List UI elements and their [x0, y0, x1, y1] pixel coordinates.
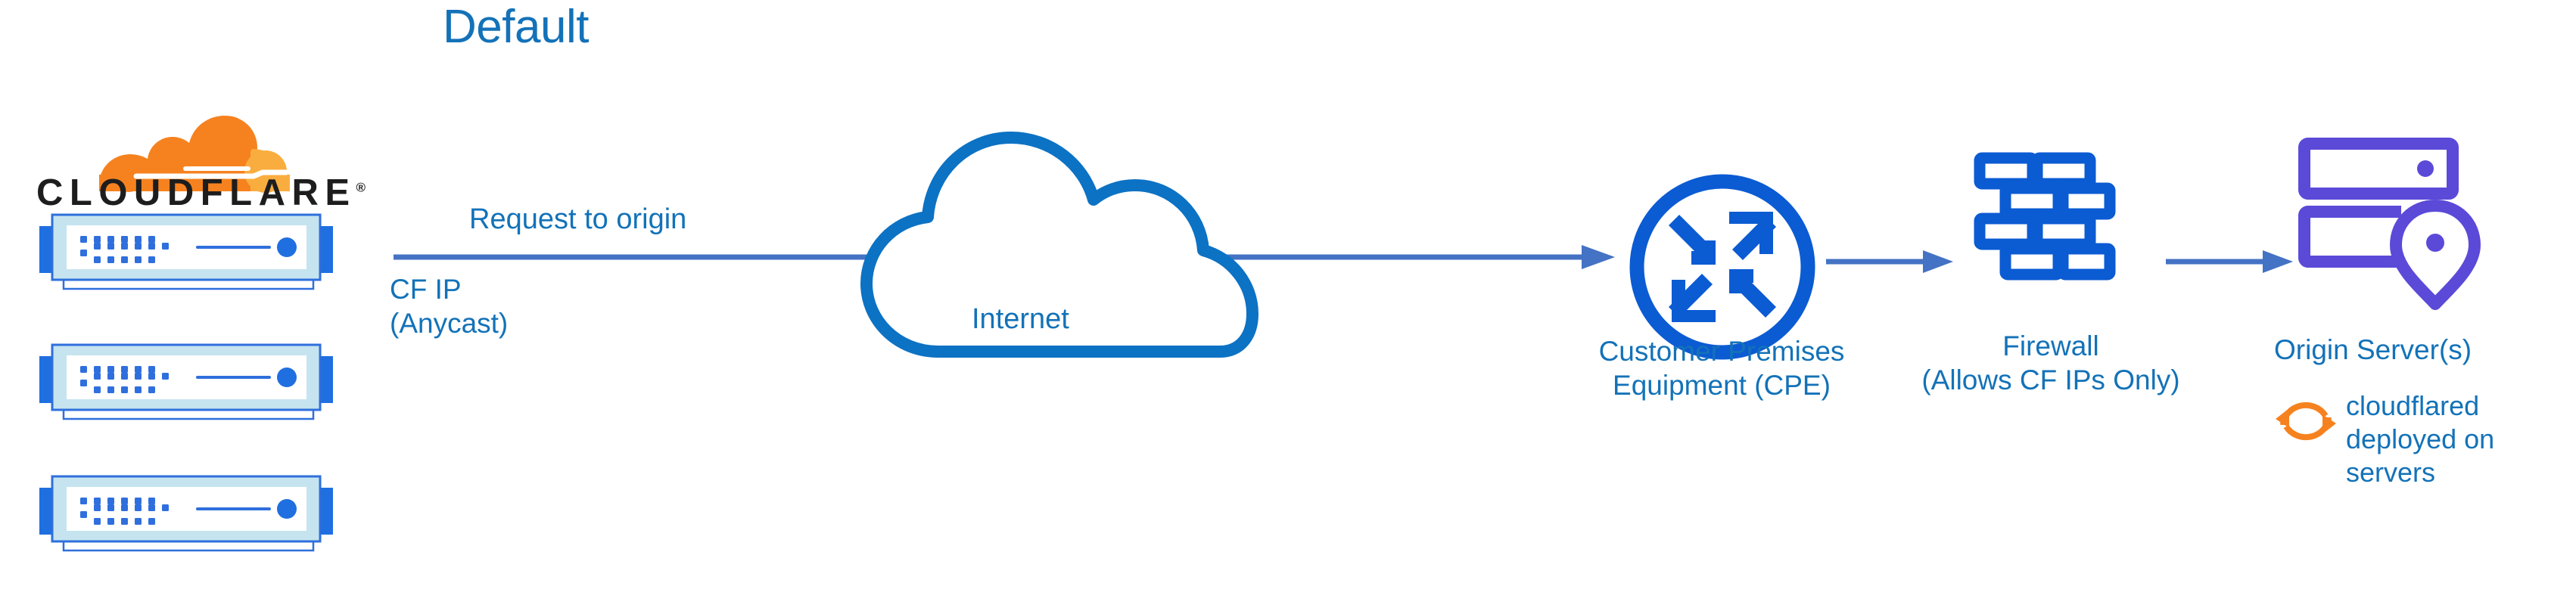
registered-mark: ® [356, 180, 366, 195]
cloudflared-note-line3: servers [2346, 457, 2436, 488]
firewall-label: Firewall(Allows CF IPs Only) [1884, 329, 2217, 397]
cloudflare-wordmark-text: CLOUDFLARE [36, 172, 356, 213]
cloudflared-note-line1: cloudflared [2346, 390, 2480, 421]
edge-server-unit [38, 343, 334, 420]
page-title: Default [443, 1, 589, 53]
origin-server-label: Origin Server(s) [2274, 334, 2472, 365]
cloudflare-wordmark: CLOUDFLARE® [36, 172, 366, 214]
server-stack-location-pin-icon [2298, 138, 2481, 310]
cpe-label-line1: Customer Premises [1598, 336, 1845, 367]
router-four-arrows-icon [1629, 174, 1815, 360]
sync-arrows-icon [2276, 402, 2336, 441]
cloudflared-note-line2: deployed on [2346, 423, 2495, 454]
arrow-cpe-to-firewall [1826, 250, 1953, 273]
internet-label: Internet [972, 303, 1069, 335]
cf-ip-line1: CF IP [390, 274, 462, 305]
arrow-firewall-to-origin [2166, 250, 2293, 273]
edge-server-unit [38, 213, 334, 290]
request-to-origin-label: Request to origin [469, 203, 687, 235]
firewall-label-line2: (Allows CF IPs Only) [1921, 364, 2180, 395]
edge-server-unit [38, 475, 334, 552]
cloud-outline-icon [860, 132, 1258, 358]
brick-wall-icon [1974, 152, 2116, 281]
firewall-label-line1: Firewall [2002, 330, 2099, 361]
cloudflare-cloud-logo [99, 116, 290, 193]
cf-ip-line2: (Anycast) [390, 308, 509, 339]
cf-ip-anycast-label: CF IP(Anycast) [390, 272, 508, 340]
cpe-label-line2: Equipment (CPE) [1613, 370, 1831, 401]
